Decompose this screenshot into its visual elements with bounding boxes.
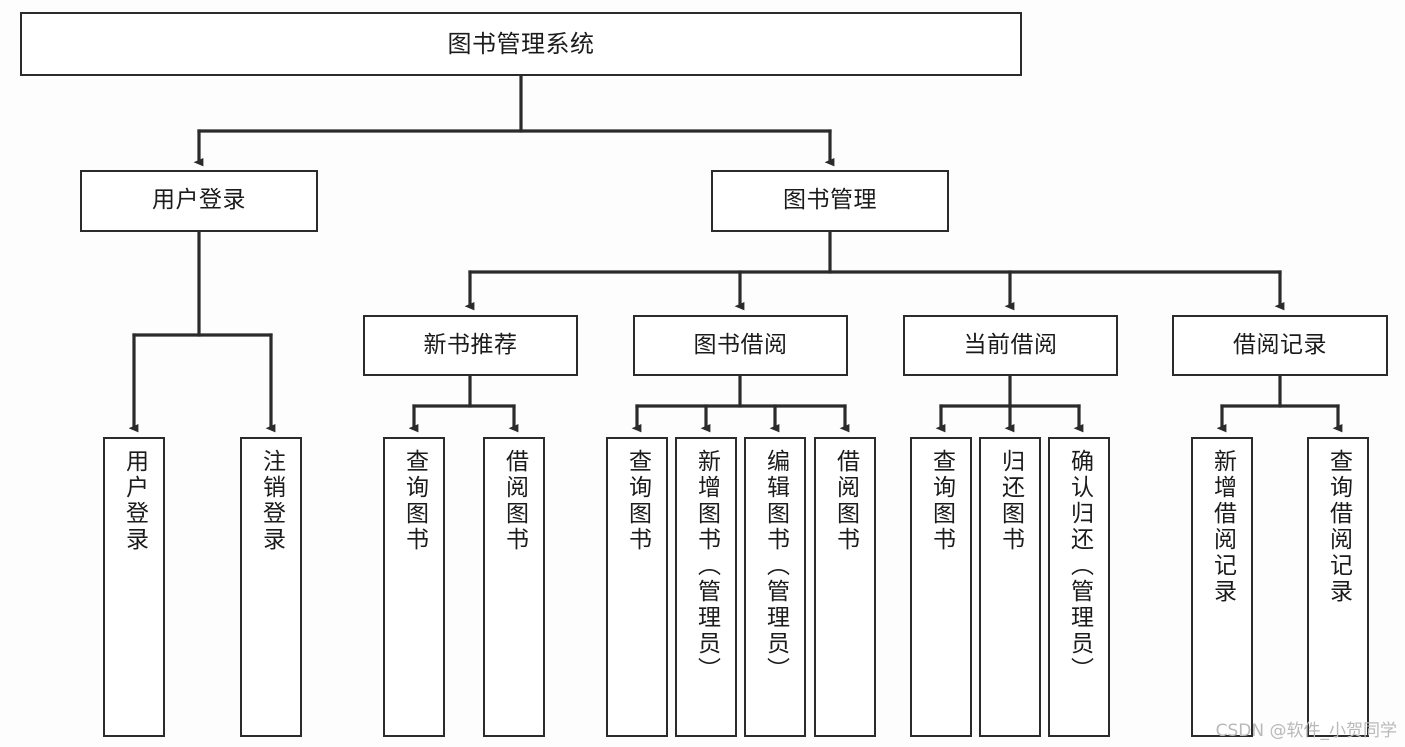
- node-label: 借阅图书: [832, 449, 859, 553]
- node-label: 新增借阅记录: [1209, 449, 1236, 605]
- node-label: 图书借阅: [693, 331, 788, 358]
- node-label: 查询图书: [401, 449, 428, 553]
- leaf-user-login[interactable]: 用户登录: [103, 437, 165, 737]
- node-label: 确认归还（管理员）: [1066, 449, 1093, 683]
- leaf-logout-login[interactable]: 注销登录: [240, 437, 302, 737]
- node-label: 新增图书（管理员）: [693, 449, 720, 683]
- leaf-query-borrow-record[interactable]: 查询借阅记录: [1307, 437, 1369, 737]
- node-label: 查询借阅记录: [1325, 449, 1352, 605]
- node-label: 图书管理系统: [447, 29, 595, 58]
- node-label: 当前借阅: [963, 331, 1058, 358]
- leaf-query-book-borrow[interactable]: 查询图书: [606, 437, 668, 737]
- leaf-borrow-book[interactable]: 借阅图书: [814, 437, 876, 737]
- node-label: 用户登录: [152, 187, 246, 214]
- leaf-confirm-return-admin[interactable]: 确认归还（管理员）: [1048, 437, 1110, 737]
- leaf-return-book[interactable]: 归还图书: [979, 437, 1041, 737]
- node-borrow-record[interactable]: 借阅记录: [1172, 315, 1388, 376]
- leaf-edit-book-admin[interactable]: 编辑图书（管理员）: [744, 437, 806, 737]
- node-label: 编辑图书（管理员）: [762, 449, 789, 683]
- leaf-query-book-recommend[interactable]: 查询图书: [383, 437, 445, 737]
- node-label: 查询图书: [624, 449, 651, 553]
- leaf-add-borrow-record[interactable]: 新增借阅记录: [1191, 437, 1253, 737]
- leaf-borrow-book-recommend[interactable]: 借阅图书: [483, 437, 545, 737]
- node-label: 归还图书: [997, 449, 1024, 553]
- csdn-watermark: CSDN @软件_小贺同学: [1215, 721, 1397, 741]
- leaf-query-book-current[interactable]: 查询图书: [910, 437, 972, 737]
- node-label: 借阅记录: [1233, 331, 1327, 358]
- node-label: 用户登录: [121, 449, 148, 553]
- node-user-login[interactable]: 用户登录: [80, 170, 318, 232]
- node-label: 图书管理: [783, 187, 877, 214]
- node-label: 注销登录: [258, 449, 285, 553]
- leaf-add-book-admin[interactable]: 新增图书（管理员）: [675, 437, 737, 737]
- node-book-borrow[interactable]: 图书借阅: [633, 315, 848, 376]
- node-label: 查询图书: [928, 449, 955, 553]
- node-label: 借阅图书: [501, 449, 528, 553]
- node-current-borrow[interactable]: 当前借阅: [903, 315, 1118, 376]
- node-book-management[interactable]: 图书管理: [711, 170, 949, 232]
- node-root-book-management-system[interactable]: 图书管理系统: [20, 12, 1022, 76]
- node-new-book-recommend[interactable]: 新书推荐: [363, 315, 578, 376]
- node-label: 新书推荐: [423, 331, 518, 358]
